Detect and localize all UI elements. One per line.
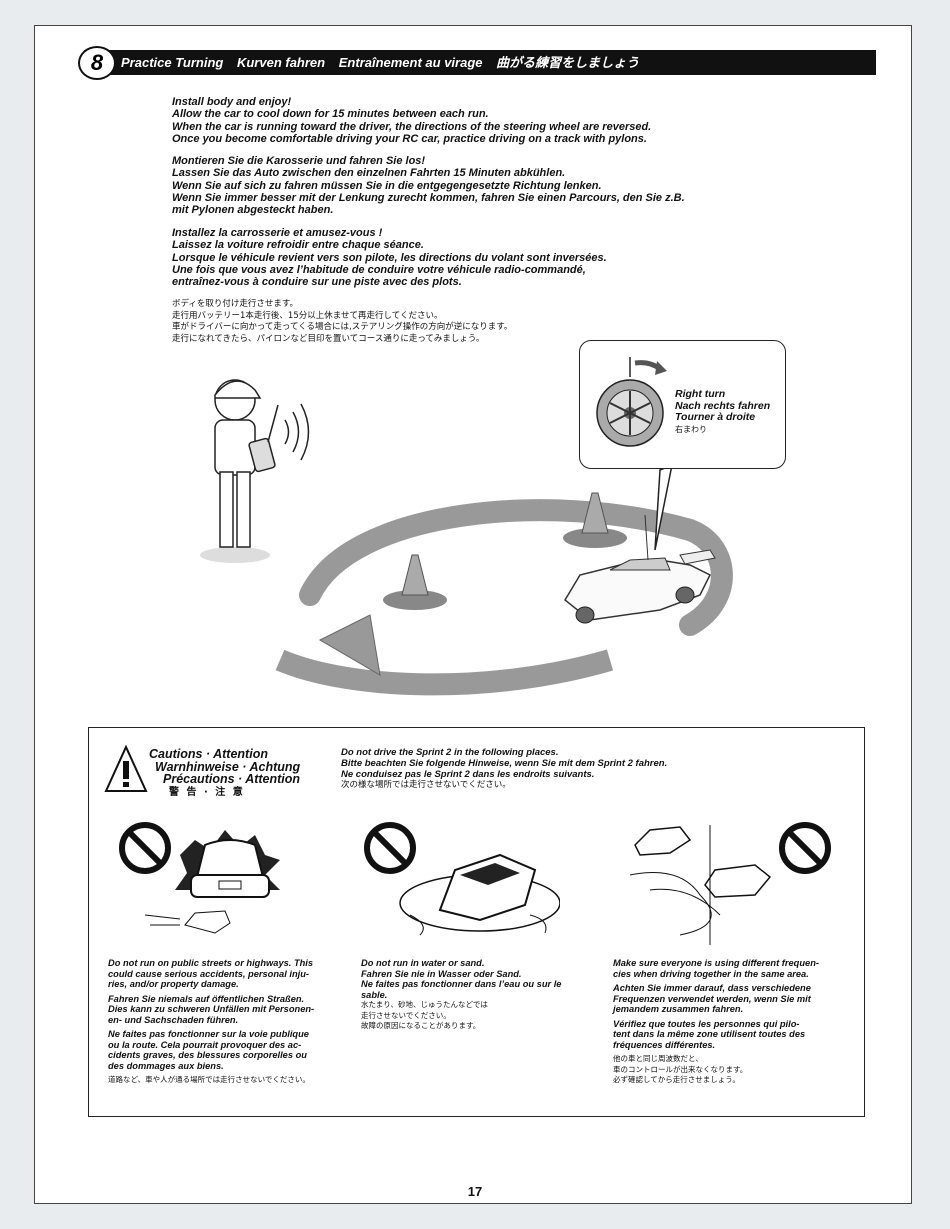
step-title: Practice Turning Kurven fahren Entraînem…: [121, 54, 649, 72]
instructions-de: Montieren Sie die Karosserie und fahren …: [172, 155, 685, 217]
step-title-de: Kurven fahren: [236, 55, 326, 70]
step-title-en: Practice Turning: [121, 55, 224, 70]
caution-water-sand: Do not run in water or sand. Fahren Sie …: [361, 958, 562, 1030]
callout-pointer: [654, 463, 674, 551]
driving-scene-illustration: [200, 379, 733, 696]
caution-public-streets: Do not run on public streets or highways…: [108, 958, 315, 1084]
instructions-fr: Installez la carrosserie et amusez-vous …: [172, 227, 607, 289]
pylon-cone-right: [563, 492, 627, 548]
cautions-heading: Cautions · Attention Warnhinweise · Acht…: [149, 747, 301, 798]
step-header-bar: [84, 50, 876, 75]
instructions-ja: ボディを取り付け走行させます。 走行用バッテリー1本走行後、15分以上休ませて再…: [172, 299, 513, 344]
pylon-cone-left: [383, 554, 447, 610]
warning-triangle-icon: [104, 745, 148, 792]
steering-wheel-icon: [596, 357, 667, 447]
track-arrow-upper: [299, 499, 733, 636]
no-public-streets-illustration: [119, 822, 280, 934]
prohibited-icon: [779, 822, 831, 874]
track-arrowhead: [318, 614, 381, 676]
instructions-en: Install body and enjoy! Allow the car to…: [172, 96, 652, 145]
frequency-interference-illustration: [629, 822, 831, 945]
caution-frequencies: Make sure everyone is using different fr…: [613, 958, 819, 1084]
no-water-sand-illustration: [364, 822, 560, 936]
step-title-fr: Entraînement au virage: [338, 55, 483, 70]
boy-with-transmitter: [200, 379, 310, 563]
step-title-ja: 曲がる練習をしましょう: [496, 55, 640, 70]
step-number-badge: 8: [78, 46, 116, 80]
rc-car: [564, 514, 716, 624]
prohibited-icon: [119, 822, 171, 874]
prohibited-icon: [364, 822, 416, 874]
page-number: 17: [467, 1184, 483, 1199]
cautions-intro: Do not drive the Sprint 2 in the followi…: [341, 747, 668, 790]
track-arrow-lower: [275, 649, 614, 696]
right-turn-label: Right turn Nach rechts fahren Tourner à …: [675, 388, 771, 434]
